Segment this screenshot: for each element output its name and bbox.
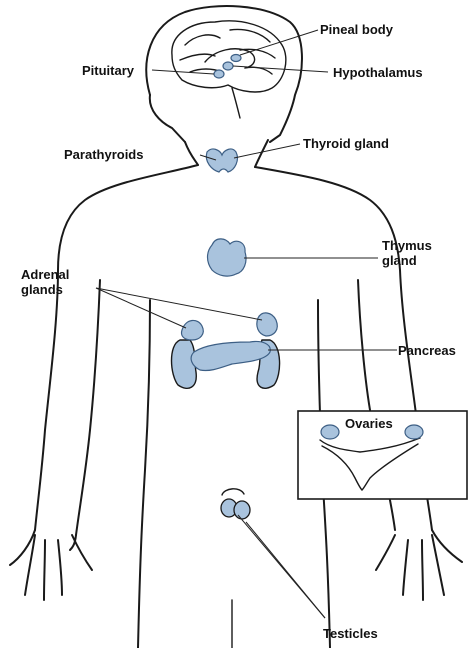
right-adrenal-shape — [256, 312, 278, 337]
left-kidney — [170, 339, 197, 389]
thyroid-shape — [205, 148, 239, 173]
brain — [171, 20, 287, 119]
leader-lines — [95, 29, 397, 619]
testicles-shape — [220, 488, 251, 520]
pancreas-shape — [190, 340, 271, 372]
label-hypothalamus: Hypothalamus — [333, 65, 423, 80]
label-pineal-body: Pineal body — [320, 22, 393, 37]
hypothalamus-gland — [222, 61, 234, 71]
left-adrenal-shape — [180, 319, 204, 341]
label-thymus-gland: Thymus gland — [382, 238, 432, 268]
body-outline — [9, 5, 463, 648]
pineal-gland — [230, 53, 242, 63]
thymus-shape — [206, 238, 247, 277]
label-parathyroids: Parathyroids — [64, 147, 144, 162]
label-ovaries: Ovaries — [345, 416, 393, 431]
label-testicles: Testicles — [323, 626, 378, 641]
ovaries-inset — [297, 410, 468, 500]
label-adrenal-glands: Adrenal glands — [21, 267, 70, 297]
glands — [170, 53, 281, 520]
pituitary-gland — [213, 69, 225, 79]
label-pancreas: Pancreas — [398, 343, 456, 358]
label-thyroid-gland: Thyroid gland — [303, 136, 389, 151]
label-pituitary: Pituitary — [82, 63, 135, 78]
